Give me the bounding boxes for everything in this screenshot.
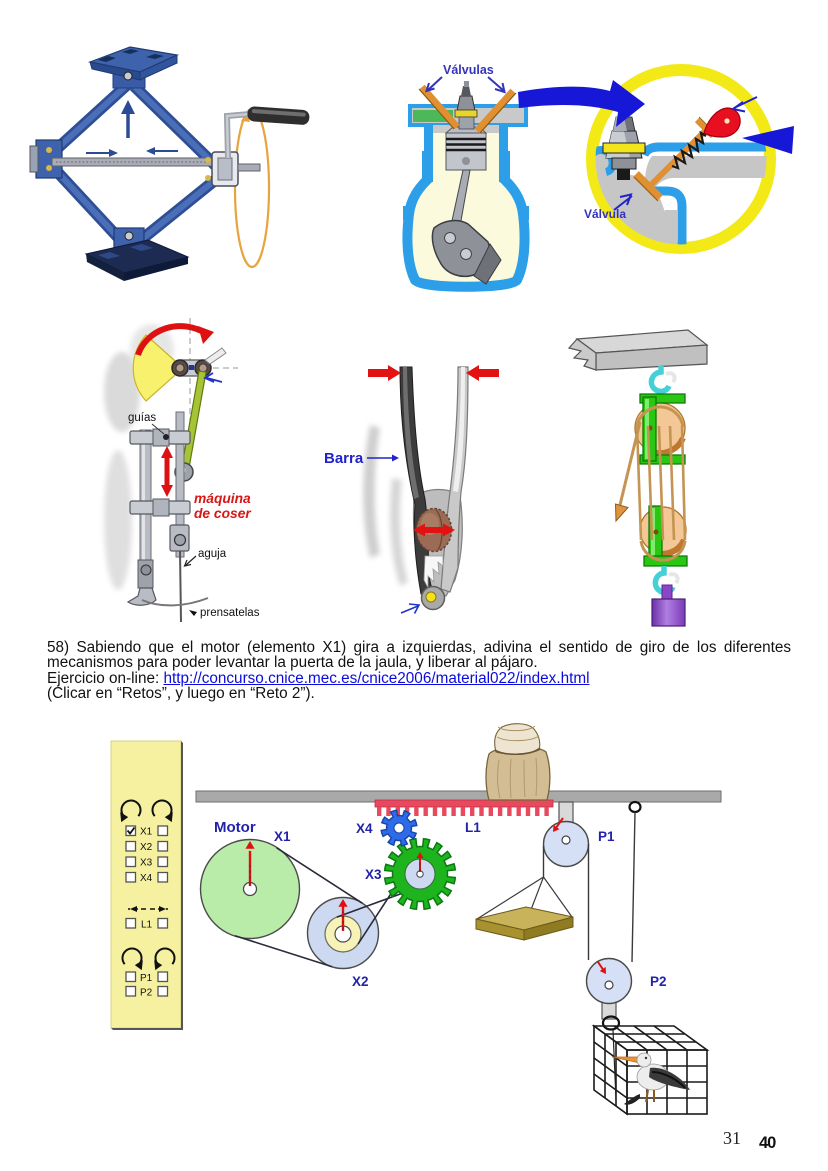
svg-text:Motor: Motor — [214, 819, 256, 836]
svg-text:L1: L1 — [465, 820, 481, 835]
svg-text:X2: X2 — [140, 842, 153, 853]
svg-text:aguja: aguja — [198, 548, 227, 560]
svg-text:X2: X2 — [352, 974, 369, 989]
svg-text:Barra: Barra — [324, 450, 364, 467]
svg-text:X1: X1 — [140, 827, 153, 838]
svg-text:X1: X1 — [274, 829, 291, 844]
svg-text:L1: L1 — [141, 920, 153, 931]
svg-text:P2: P2 — [140, 988, 153, 999]
svg-text:P2: P2 — [650, 974, 667, 989]
svg-text:guías: guías — [128, 412, 156, 424]
svg-text:P1: P1 — [598, 829, 615, 844]
svg-text:X3: X3 — [140, 858, 153, 869]
svg-text:de coser: de coser — [194, 506, 251, 521]
svg-text:X3: X3 — [365, 867, 382, 882]
svg-text:Válvula: Válvula — [584, 207, 626, 221]
svg-text:máquina: máquina — [194, 491, 251, 506]
svg-text:P1: P1 — [140, 973, 153, 984]
svg-text:prensatelas: prensatelas — [200, 607, 260, 619]
svg-text:X4: X4 — [140, 873, 153, 884]
svg-text:X4: X4 — [356, 821, 373, 836]
svg-text:Válvulas: Válvulas — [443, 63, 494, 77]
